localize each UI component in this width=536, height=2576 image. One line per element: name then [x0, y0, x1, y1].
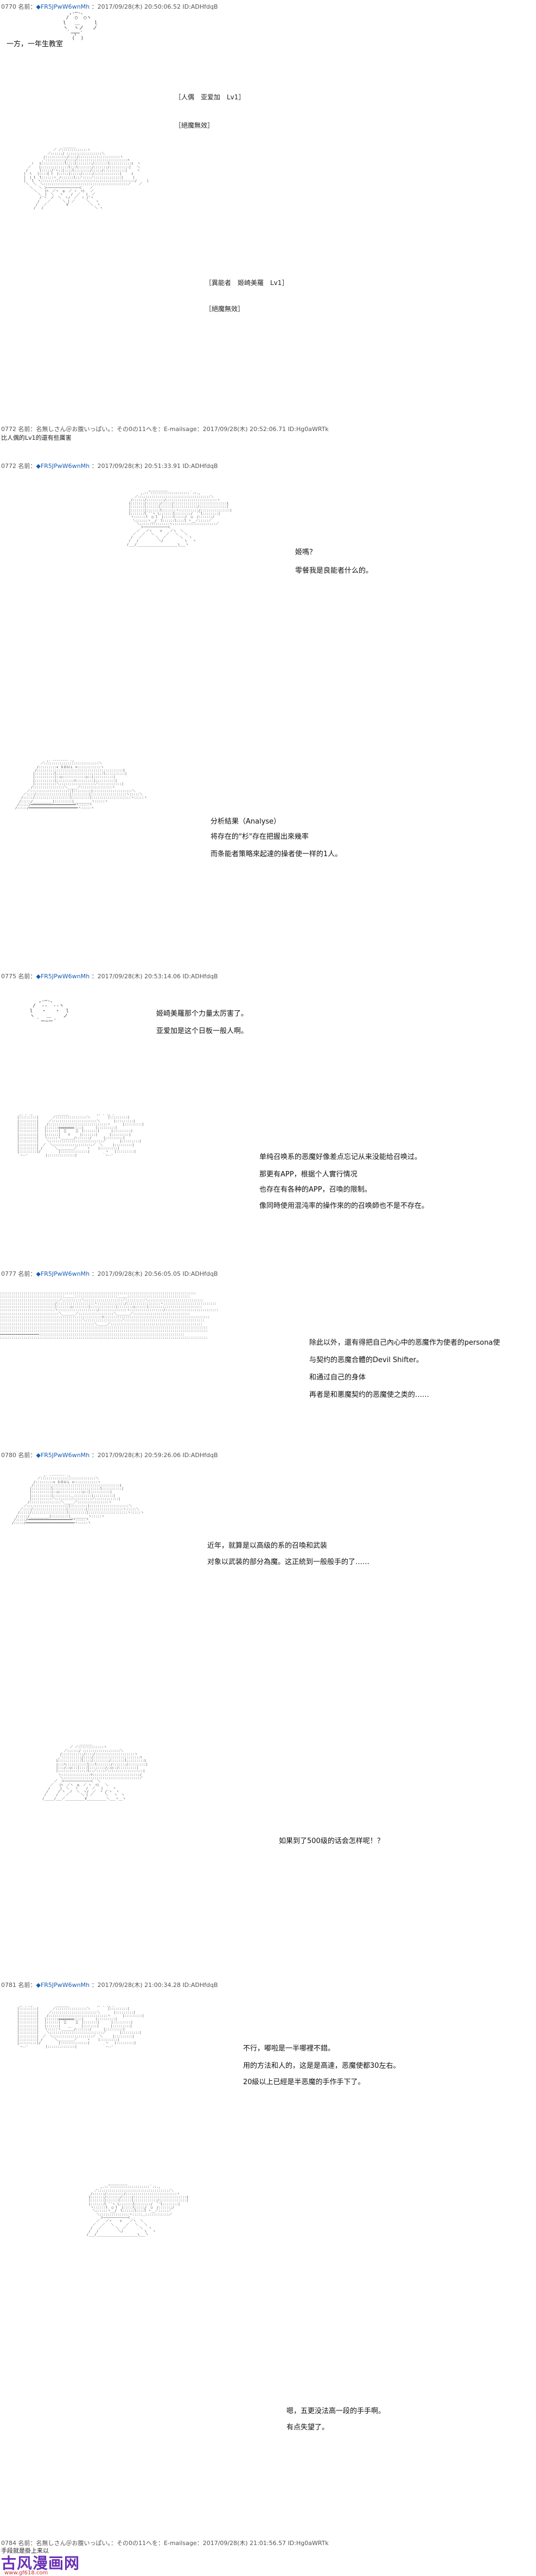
- dialogue-line: 近年，就算是以高级的系的召喚和武装: [207, 1542, 328, 1550]
- ascii-art-figure: ,. -‐‐‐‐‐‐- ., ／::::::::::::::::::::::::…: [15, 758, 148, 811]
- ascii-art-figure: ＿＿＿＿＿＿ ,.::´::::::::::::::::::::｀::., ／:…: [86, 2182, 189, 2237]
- status-label: ［異能者 姬崎美羅 Lv1］: [205, 279, 289, 287]
- dialogue-line: 分析結果（Analyse）: [210, 818, 281, 826]
- poster-name[interactable]: ◆FR5JPwW6wnMh: [36, 1270, 90, 1277]
- poster-name[interactable]: ◆FR5JPwW6wnMh: [36, 973, 90, 980]
- post-header: 0777 名前：◆FR5JPwW6wnMh ：2017/09/28(木) 20:…: [1, 1270, 218, 1277]
- ascii-art-figure: ,. . ., ＿＿＿＿ ,. . ., ． |:::::::::| ／::::…: [17, 1112, 144, 1157]
- reply-body: 比人偶的Lv1的還有些厲害: [1, 434, 72, 441]
- post-header: 0772 名前：◆FR5JPwW6wnMh ：2017/09/28(木) 20:…: [1, 463, 218, 470]
- dialogue-line: 零餐我是良能者什么的。: [295, 567, 373, 575]
- post-header: 0781 名前：◆FR5JPwW6wnMh ：2017/09/28(木) 21:…: [1, 1982, 218, 1989]
- dialogue-line: 姬崎美羅那个力量太厉害了。: [156, 1010, 248, 1018]
- dialogue-line: 如果到了500级的话会怎样呢！？: [279, 1837, 384, 1845]
- status-label: ［人偶 亚爱加 Lv1］: [175, 93, 245, 101]
- ascii-art-figure: ＿＿＿＿ ／ ／:::::::::::::ヽ ／::::::/ ::::::::…: [42, 1742, 148, 1801]
- dialogue-line: 那更有APP，根据个人實行情况: [259, 1170, 358, 1179]
- dialogue-line: 再者是和悪魔契约的恶魔使之类的……: [309, 1391, 430, 1399]
- poster-name[interactable]: ◆FR5JPwW6wnMh: [36, 463, 90, 470]
- dialogue-line: 不行，嘟啦是一半哪裡不錯。: [243, 2045, 335, 2053]
- dialogue-line: 嗯，五更没法高一段的手手啊。: [286, 2407, 386, 2415]
- section-title: 一方，一年生教室: [7, 40, 63, 48]
- dialogue-line: 用的方法和人的，这是是高達，恶魔使都30左右。: [243, 2062, 400, 2070]
- reply-header: 0772 名前：名無しさん＠お腹いっぱい。：その0の11へを：E-mailsag…: [1, 426, 329, 433]
- reply-body: 手段就是掛上来以: [1, 2547, 49, 2554]
- site-watermark: 古风漫画网 www.gf618.com: [1, 2552, 80, 2576]
- ascii-art-figure: ＿＿＿＿ ／ ／:::::::::::::ヽ ／::::::/ ::::::::…: [24, 145, 149, 211]
- poster-name[interactable]: ◆FR5JPwW6wnMh: [36, 3, 90, 10]
- ascii-art-figure: ＿＿＿＿＿＿ ,.::´::::::::::::::::::::｀::., ／:…: [126, 488, 232, 547]
- dialogue-line: 与契约的恶魔合體的Devil Shifter。: [309, 1356, 423, 1364]
- dialogue-line: 将存在的"杉"存在把握出來幾率: [210, 833, 309, 841]
- post-header: 0780 名前：◆FR5JPwW6wnMh ：2017/09/28(木) 20:…: [1, 1452, 218, 1459]
- post-header: 0775 名前：◆FR5JPwW6wnMh ：2017/09/28(木) 20:…: [1, 973, 218, 980]
- ascii-art-figure: ,. . ., ＿＿＿＿ ,. . ., ． |:::::::::| ／::::…: [17, 2004, 144, 2049]
- dialogue-line: 和通过自己的身体: [309, 1374, 366, 1382]
- dialogue-line: 除此以外，還有得把自己內心中的恶魔作为使者的persona使: [309, 1339, 500, 1347]
- poster-name[interactable]: ◆FR5JPwW6wnMh: [36, 1452, 90, 1459]
- reply-header: 0784 名前：名無しさん＠お腹いっぱい。：その0の11へを：E-mailsag…: [1, 2540, 329, 2547]
- poster-name[interactable]: ◆FR5JPwW6wnMh: [36, 1982, 90, 1989]
- post-header: 0770 名前：◆FR5JPwW6wnMh ：2017/09/28(木) 20:…: [1, 3, 218, 10]
- dialogue-line: 而条能者策略來起達的操者使一样的1人。: [210, 850, 342, 858]
- status-label: ［絕魔無效］: [175, 122, 214, 129]
- site-url[interactable]: www.gf618.com: [4, 2570, 48, 2576]
- dialogue-line: 单纯召唤系的恶魔好像差点忘记从来没能给召唤过。: [259, 1153, 422, 1161]
- ascii-art-figure: ,-─-、 / ‐‐ ‐‐ヽ l ・ ・ l ヽ ＿ ノ ｀ー─ー´: [29, 998, 69, 1024]
- dialogue-line: 有点失望了。: [286, 2423, 329, 2432]
- dialogue-line: 也存在有各种的APP，召喚的限制。: [259, 1186, 372, 1194]
- dialogue-line: 像同時使用混沌率的操作來的的召唤師也不是不存在。: [259, 1202, 429, 1210]
- dialogue-line: 亚爱加是这个日板一般人啊。: [156, 1027, 248, 1035]
- site-logo: 古风漫画网: [1, 2554, 80, 2572]
- dialogue-line: 20級以上已經是半恶魔的手作手下了。: [243, 2078, 365, 2086]
- ascii-art-figure: ,. -‐‐‐‐‐‐- ., ／::::::::::::::::::::::::…: [12, 1473, 144, 1526]
- ascii-art-figure: ,-─-、 / ○ ○ヽ l ＿ l ヽ ヽノ ノ ｀─┬─´ ( ): [63, 10, 98, 42]
- ascii-art-figure: ::::::::::::::::::::::::::::::::::::::::…: [0, 1292, 219, 1340]
- dialogue-line: 对象以武装的部分為魔。这正統到一般般手的了……: [207, 1558, 370, 1566]
- dialogue-line: 姬嗎？: [295, 548, 317, 556]
- status-label: ［絕魔無效］: [205, 305, 245, 313]
